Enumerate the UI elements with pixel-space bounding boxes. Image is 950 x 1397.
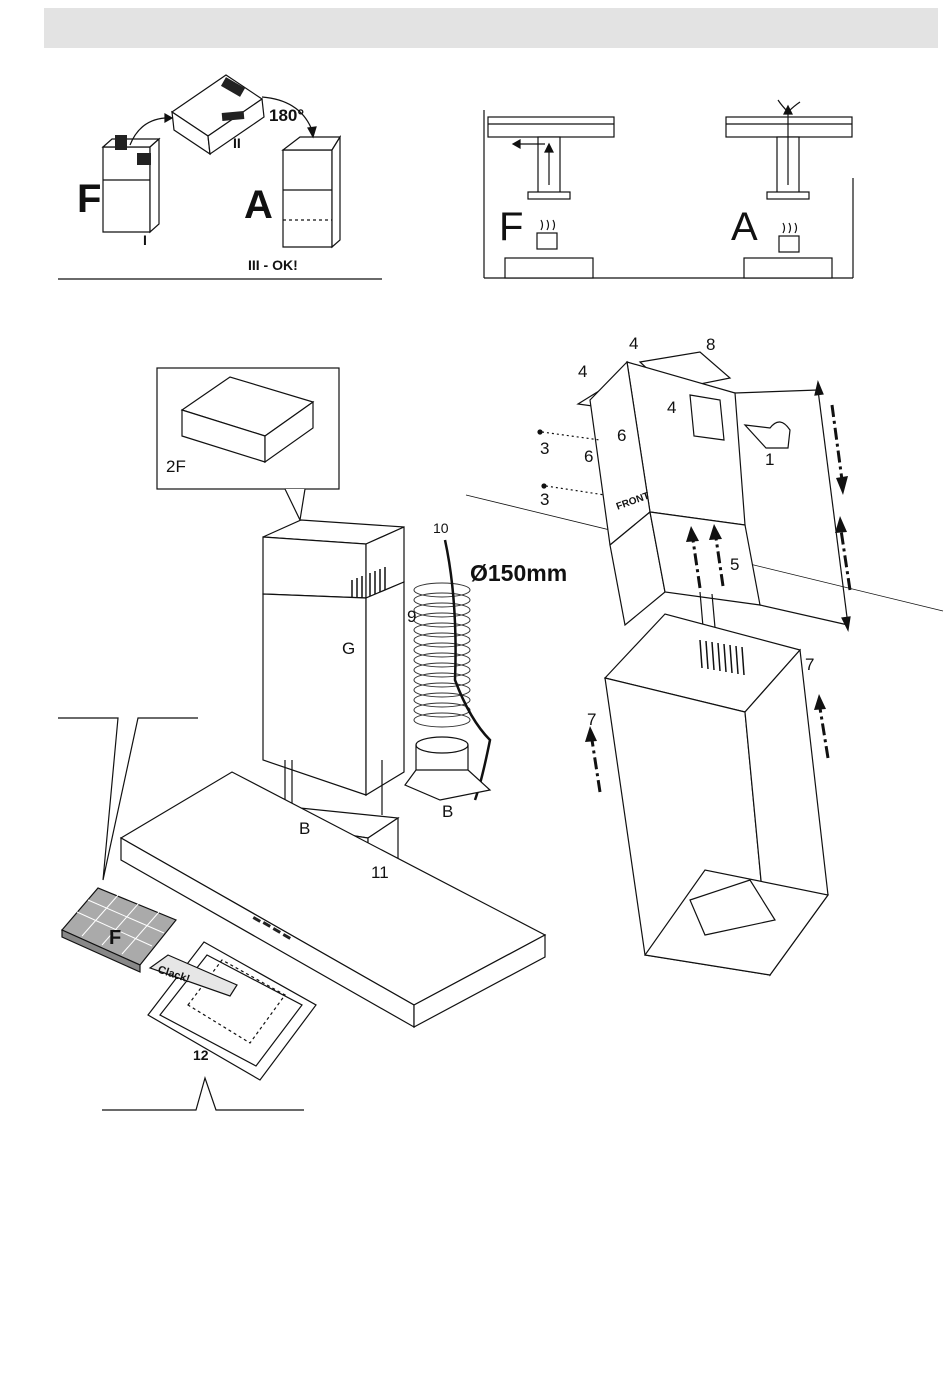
label-6b: 6: [584, 447, 593, 466]
label-diameter: Ø150mm: [470, 560, 567, 586]
label-a-right: A: [731, 205, 758, 249]
label-filter-f: F: [109, 927, 121, 949]
label-f-right: F: [499, 205, 523, 249]
label-6a: 6: [617, 426, 626, 445]
ceiling-panel: [484, 100, 853, 278]
label-a-top: A: [244, 183, 273, 227]
label-12: 12: [193, 1047, 209, 1063]
label-7b: 7: [587, 710, 596, 729]
chimney-exploded: [466, 352, 943, 975]
label-b-left: B: [299, 819, 310, 838]
conversion-panel: [58, 75, 382, 279]
label-b-right: B: [442, 802, 453, 821]
label-10: 10: [433, 520, 449, 536]
label-4c: 4: [667, 398, 676, 417]
label-3a: 3: [540, 439, 549, 458]
label-2f: 2F: [166, 457, 186, 476]
label-3b: 3: [540, 490, 549, 509]
label-f-top: F: [77, 177, 101, 221]
label-5: 5: [730, 555, 739, 574]
label-step-i: I: [143, 232, 147, 248]
label-9: 9: [407, 607, 416, 626]
label-step-ii: II: [233, 135, 241, 151]
label-11: 11: [371, 863, 389, 882]
label-4b: 4: [578, 362, 587, 381]
label-step-iii: III - OK!: [248, 257, 298, 273]
label-4a: 4: [629, 334, 638, 353]
hood-assembly: [58, 368, 545, 1110]
label-rotation: 180°: [269, 106, 304, 125]
label-1: 1: [765, 450, 774, 469]
label-8: 8: [706, 335, 715, 354]
label-7a: 7: [805, 655, 814, 674]
label-g: G: [342, 639, 355, 658]
